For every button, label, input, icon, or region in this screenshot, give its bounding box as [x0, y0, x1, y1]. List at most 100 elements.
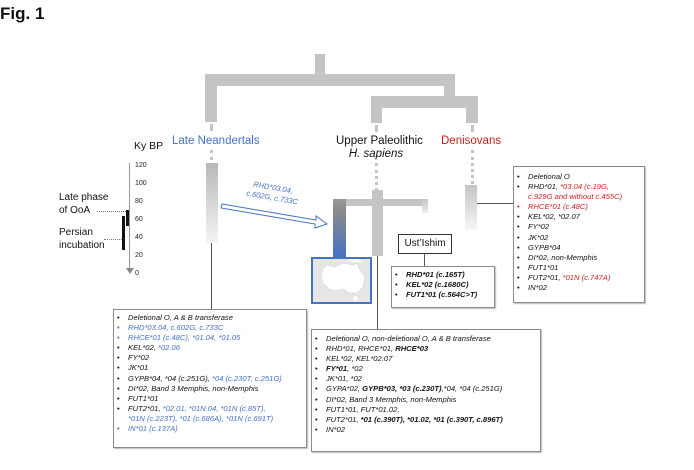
allele-text: KEL*02, KEL*02.07	[326, 354, 393, 364]
allele-text: Deletional O	[528, 172, 570, 181]
allele-text: FY*02	[128, 353, 150, 363]
tree-top-branch	[205, 74, 455, 86]
allele-list-item: FUT2*01, *02.01, *01N.04, *01N (c.85T),	[114, 404, 306, 414]
allele-text: RHD*01 (c.165T)	[406, 270, 465, 279]
allele-text: KEL*02 (c.1680C)	[406, 280, 469, 290]
allele-text: FUT1*01	[128, 393, 159, 403]
allele-list-item: FY*02	[114, 353, 306, 363]
allele-text: RHCE*03	[395, 344, 429, 354]
allele-text: *01N (c.747A)	[562, 272, 611, 282]
allele-list-item: DI*02, non-Memphis	[514, 253, 644, 263]
sapiens-lineage-bar	[372, 190, 383, 256]
allele-text: DI*02, Band 3 Memphis, non-Memphis	[326, 394, 457, 404]
allele-text: KEL*02, *02.07	[528, 212, 580, 222]
allele-text: DI*02, Band 3 Memphis, non-Memphis	[128, 383, 259, 393]
allele-list-item: IN*01 (c.137A)	[114, 424, 306, 434]
allele-text: DI*02, non-Memphis	[528, 252, 598, 262]
allele-text: ,*04, *04 (c.251G)	[441, 384, 503, 394]
allele-list-item: IN*02	[312, 425, 540, 435]
tree-neandertal-branch	[205, 74, 217, 122]
neandertal-alleles-box: Deletional O, A & B transferaseRHD*03.04…	[113, 309, 307, 448]
allele-text: , *02	[347, 364, 363, 374]
allele-list-item: RHD*01, *03.04 (c.19G,	[514, 182, 644, 192]
tick-label: 100	[135, 180, 147, 187]
allele-list-item-continuation: *01N (c.223T), *01 (c.686A), *01N (c.691…	[114, 414, 306, 424]
tree-second-branch	[371, 96, 478, 108]
allele-text: KEL*02,	[128, 343, 158, 353]
tree-root-stem	[315, 54, 325, 76]
allele-text: *04 (c.230T, c.251G)	[212, 373, 282, 383]
allele-list: RHD*01 (c.165T)KEL*02 (c.1680C)FUT1*01 (…	[392, 270, 494, 300]
ust-ishim-branch	[383, 199, 428, 206]
ust-ishim-alleles-box: RHD*01 (c.165T)KEL*02 (c.1680C)FUT1*01 (…	[391, 266, 495, 308]
allele-text: *03.04 (c.19G,	[560, 182, 610, 192]
allele-list-item: FUT2*01, *01 (c.390T), *01.02, *01 (c.39…	[312, 415, 540, 425]
allele-list-item: FUT1*01	[114, 394, 306, 404]
allele-list-item: FUT1*01	[514, 263, 644, 273]
allele-text: GYPA*02,	[326, 384, 363, 394]
tick-label: 80	[135, 198, 143, 205]
allele-list-item: GYPA*02, GYPB*03, *03 (c.230T),*04, *04 …	[312, 384, 540, 394]
australasian-branch	[333, 199, 373, 206]
allele-text: FUT1*01 (c.564C>T)	[406, 290, 478, 300]
allele-text: FY*01	[326, 364, 348, 374]
allele-text: *01 (c.390T), *01.02, *01 (c.390T, c.896…	[360, 414, 503, 424]
late-ooa-label-2: of OoA	[59, 205, 91, 216]
allele-list-item: FY*02	[514, 222, 644, 232]
time-axis-line	[129, 163, 130, 270]
allele-text: JK*01, *02	[326, 374, 362, 384]
denisovan-dots-lower	[471, 150, 474, 184]
sapiens-dots-upper	[375, 125, 378, 131]
allele-list-item: FY*01, *02	[312, 364, 540, 374]
sapiens-connector	[377, 256, 378, 330]
time-axis-title: Ky BP	[134, 140, 164, 152]
persian-incubation-label-1: Persian	[59, 227, 93, 238]
tick-label: 60	[135, 216, 143, 223]
allele-list-item: Deletional O, non-deletional O, A & B tr…	[312, 334, 540, 344]
allele-list-item-continuation: c.929G and without c.455C)	[514, 192, 644, 202]
ust-ishim-label: Ust’Ishim	[404, 238, 446, 249]
persian-incubation-leader	[104, 239, 122, 240]
allele-list-item: GYPB*04	[514, 243, 644, 253]
sapiens-dots-lower	[375, 163, 378, 191]
allele-text: FUT2*01,	[528, 272, 563, 282]
persian-incubation-label-2: incubation	[59, 240, 105, 251]
allele-list-item: RHD*01 (c.165T)	[392, 270, 494, 280]
allele-text: Deletional O, non-deletional O, A & B tr…	[326, 334, 491, 343]
label-late-neandertals: Late Neandertals	[172, 135, 260, 147]
label-upper-paleolithic: Upper Paleolithic	[336, 135, 423, 147]
sapiens-alleles-box: Deletional O, non-deletional O, A & B tr…	[311, 329, 541, 452]
allele-text: JK*01	[128, 363, 149, 373]
allele-list-item: FUT1*01, FUT*01.02,	[312, 405, 540, 415]
allele-text: RHCE*01 (c.48C), *01.04, *01.05	[128, 333, 241, 343]
allele-list: Deletional ORHD*01, *03.04 (c.19G,c.929G…	[514, 172, 644, 293]
allele-text: FUT1*01	[528, 262, 559, 272]
denisovan-alleles-box: Deletional ORHD*01, *03.04 (c.19G,c.929G…	[513, 166, 645, 303]
allele-list-item: DI*02, Band 3 Memphis, non-Memphis	[312, 395, 540, 405]
allele-list-item: RHCE*01 (c.48C)	[514, 202, 644, 212]
allele-text: FUT2*01,	[326, 414, 361, 424]
late-ooa-label-1: Late phase	[59, 192, 109, 203]
australia-map-inset	[311, 257, 372, 304]
allele-text: GYPB*03, *03 (c.230T)	[362, 384, 442, 394]
allele-list-item: KEL*02, *02.06	[114, 343, 306, 353]
tick-label: 0	[135, 270, 139, 277]
tree-denisovan-branch	[466, 96, 478, 123]
introgression-arrow-icon	[220, 203, 329, 229]
ust-ishim-drop	[422, 199, 428, 213]
allele-text: GYPB*04, *04 (c.251G),	[128, 373, 212, 383]
allele-text: JK*02	[528, 232, 549, 242]
allele-text: FUT1*01, FUT*01.02,	[326, 404, 400, 414]
tick-label: 40	[135, 234, 143, 241]
allele-list-item: RHD*01, RHCE*01, RHCE*03	[312, 344, 540, 354]
allele-text: FY*02	[528, 222, 550, 232]
allele-list-item: RHD*03.04, c.602G, c.733C	[114, 323, 306, 333]
allele-text: RHD*01,	[528, 182, 561, 192]
neandertal-lineage-bar	[206, 163, 218, 243]
tick-label: 120	[135, 162, 147, 169]
allele-text: *02.06	[157, 343, 180, 353]
allele-list-item: FUT2*01, *01N (c.747A)	[514, 273, 644, 283]
allele-text: IN*01 (c.137A)	[128, 424, 178, 434]
allele-text: IN*02	[326, 424, 345, 434]
allele-text: c.929G and without c.455C)	[528, 192, 623, 202]
